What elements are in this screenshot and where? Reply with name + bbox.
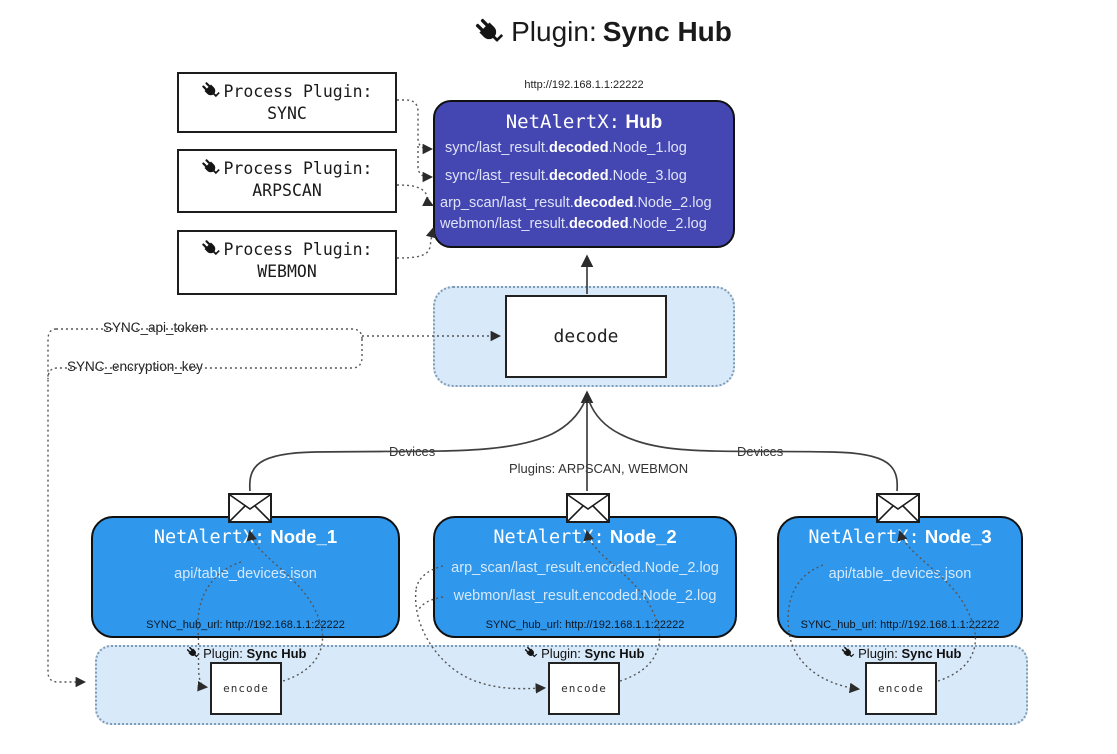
edge-key-to-strip xyxy=(47,328,87,688)
decode-box: decode xyxy=(505,295,667,378)
encode-plugin-label: Plugin: Sync Hub xyxy=(816,646,986,661)
node-hub-url: SYNC_hub_url: http://192.168.1.1:22222 xyxy=(485,619,685,631)
hub-box: NetAlertX: Hub sync/last_result.decoded.… xyxy=(433,100,735,248)
page-title-prefix: Plugin: xyxy=(511,16,597,47)
process-plugin-arpscan: Process Plugin: ARPSCAN xyxy=(177,149,397,213)
process-plugin-webmon: Process Plugin: WEBMON xyxy=(177,230,397,295)
plug-icon xyxy=(186,646,200,660)
node-1-box: NetAlertX: Node_1 api/table_devices.json… xyxy=(91,516,400,638)
devices-label-left: Devices xyxy=(385,444,440,459)
node-file: api/table_devices.json xyxy=(174,566,317,582)
process-plugin-label: Process Plugin: xyxy=(223,239,373,259)
process-plugin-name: SYNC xyxy=(267,104,307,123)
node-title-name: Node_1 xyxy=(270,526,338,547)
encode-box-3: encode xyxy=(865,662,937,715)
node-file: arp_scan/last_result.encoded.Node_2.log xyxy=(451,560,719,576)
plug-icon xyxy=(201,239,221,259)
edge-arpscan-to-log3 xyxy=(396,184,434,206)
page-title-name: Sync Hub xyxy=(602,16,732,47)
node-3-box: NetAlertX: Node_3 api/table_devices.json… xyxy=(777,516,1023,638)
encode-box-1: encode xyxy=(210,662,282,715)
process-plugin-label: Process Plugin: xyxy=(223,81,373,101)
hub-log-line: webmon/last_result.decoded.Node_2.log xyxy=(440,216,707,232)
node-title-name: Node_2 xyxy=(609,526,677,547)
node-title-name: Node_3 xyxy=(924,526,992,547)
hub-log-line: sync/last_result.decoded.Node_1.log xyxy=(445,140,687,156)
encode-plugin-label: Plugin: Sync Hub xyxy=(499,646,669,661)
node-hub-url: SYNC_hub_url: http://192.168.1.1:22222 xyxy=(146,619,345,631)
hub-title-name: Hub xyxy=(625,112,663,133)
process-plugin-sync: Process Plugin: SYNC xyxy=(177,72,397,133)
node-title-prefix: NetAlertX: xyxy=(808,527,920,548)
plug-icon xyxy=(841,646,855,660)
node-file: api/table_devices.json xyxy=(828,566,972,582)
plugins-note-label: Plugins: ARPSCAN, WEBMON xyxy=(505,461,693,476)
encode-box-2: encode xyxy=(548,662,620,715)
hub-title-prefix: NetAlertX: xyxy=(505,111,621,133)
process-plugin-name: ARPSCAN xyxy=(252,181,322,200)
hub-log-line: sync/last_result.decoded.Node_3.log xyxy=(445,168,687,184)
sync-api-token-label: SYNC_api_token xyxy=(98,320,212,335)
page-title: Plugin: Sync Hub xyxy=(23,16,1117,48)
process-plugin-label: Process Plugin: xyxy=(223,158,373,178)
encode-plugin-label: Plugin: Sync Hub xyxy=(161,646,331,661)
hub-log-line: arp_scan/last_result.decoded.Node_2.log xyxy=(440,195,712,211)
plug-icon xyxy=(524,646,538,660)
node-2-box: NetAlertX: Node_2 arp_scan/last_result.e… xyxy=(433,516,737,638)
node-title-prefix: NetAlertX: xyxy=(493,527,605,548)
node-hub-url: SYNC_hub_url: http://192.168.1.1:22222 xyxy=(800,619,1000,631)
edge-sync-to-log2 xyxy=(417,146,434,183)
devices-label-right: Devices xyxy=(733,444,788,459)
edge-webmon-to-log4 xyxy=(396,226,437,259)
plug-icon xyxy=(201,81,221,101)
sync-encryption-key-label: SYNC_encryption_key xyxy=(62,359,208,374)
node-title-prefix: NetAlertX: xyxy=(153,527,266,548)
edge-sync-to-log1 xyxy=(397,99,434,155)
node-file: webmon/last_result.encoded.Node_2.log xyxy=(453,588,717,604)
process-plugin-name: WEBMON xyxy=(257,262,317,281)
plug-icon xyxy=(201,158,221,178)
plug-icon xyxy=(474,17,505,48)
hub-url-label: http://192.168.1.1:22222 xyxy=(524,79,644,91)
